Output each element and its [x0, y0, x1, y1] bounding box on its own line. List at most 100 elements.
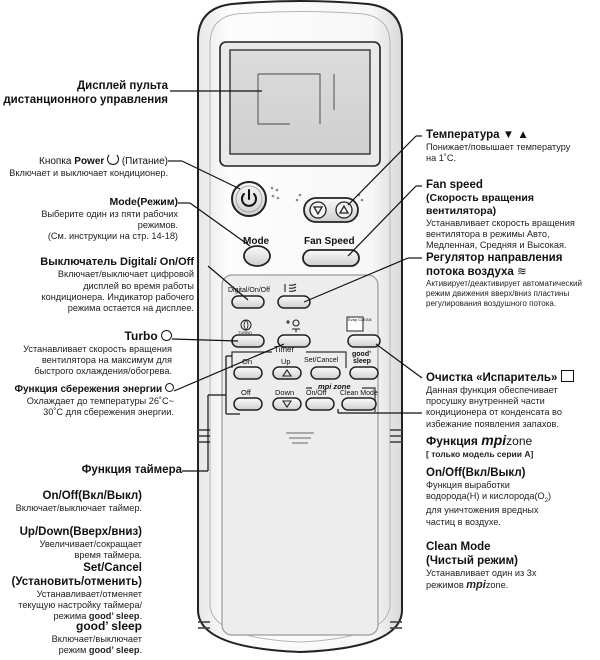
updown-desc: Увеличивает/сокращает: [39, 539, 143, 550]
digital-title-a: Выключатель Digital: [40, 256, 154, 268]
good-sleep-button: [349, 366, 379, 380]
evap-badge-label: Evap CLEAN: [348, 317, 372, 322]
evap-desc-2: просушку внутренней части: [426, 396, 545, 407]
airflow-desc-2: режим движения вверх/вниз пластины: [426, 288, 570, 298]
mpi-title-pre: Функция: [426, 434, 482, 448]
turbo-badge-label: TURBO: [238, 330, 252, 335]
clean-desc-2-zone: zone: [485, 580, 506, 591]
mpi-onoff-desc-2-sub: 2: [544, 498, 548, 505]
turbo-title: Turbo: [124, 329, 158, 343]
digital-desc-3: кондиционера. Индикатор рабочего: [41, 291, 194, 302]
timer-off-button: [233, 397, 263, 411]
fan-desc-1: Устанавливает скорость вращения: [426, 217, 575, 228]
mpi-onoff-desc-2-post: ): [548, 491, 552, 502]
turbo-fan-icon: [240, 319, 252, 331]
sleep-label[interactable]: sleep: [353, 358, 371, 365]
mpi-onoff-callout: On/Off(Вкл/Выкл) Функция выработки водор…: [426, 466, 598, 528]
mpi-zone-label: mpi zone: [318, 382, 351, 391]
timer-title: Функция таймера: [81, 464, 182, 476]
display-callout: Дисплей пульта дистанционного управления: [0, 79, 168, 107]
goodsleep-desc-2-bold: good’ sleep: [88, 644, 140, 655]
clean-title-2: (Чистый режим): [426, 555, 518, 568]
clean-mode-button: [341, 397, 377, 411]
setcancel-desc-3-post: .: [139, 611, 142, 622]
mode-title: Mode(Режим): [109, 196, 178, 208]
goodsleep-title: good’ sleep: [75, 619, 142, 633]
mpi-onoff-desc-1: Функция выработки: [426, 480, 510, 491]
mpi-onoff-label[interactable]: On/Off: [306, 390, 327, 397]
setcancel-title-1: Set/Cancel: [83, 562, 142, 574]
airflow-title-2: потока воздуха: [426, 266, 514, 279]
display-title-2: дистанционного управления: [3, 94, 168, 107]
evap-callout: Очистка «Испаритель» Данная функция обес…: [426, 370, 598, 430]
goodsleep-desc-1: Включает/выключает: [51, 633, 142, 644]
setcancel-title-2: (Установить/отменить): [11, 576, 142, 589]
mpi-onoff-title: On/Off(Вкл/Выкл): [426, 467, 526, 479]
mpi-onoff-desc-4: частиц в воздухе.: [426, 516, 501, 527]
lower-panel: [221, 274, 379, 636]
good-label[interactable]: good’: [352, 351, 372, 358]
power-title-bold: Power: [74, 156, 105, 167]
mpi-callout: Функция mpizone [ только модель серии A]: [426, 432, 598, 459]
setcancel-callout: Set/Cancel (Установить/отменить) Устанав…: [0, 561, 142, 623]
timer-down-label[interactable]: Down: [275, 388, 295, 397]
timer-up-label[interactable]: Up: [281, 357, 291, 366]
energy-desc-2: 30˚C для сбережения энергии.: [43, 407, 174, 418]
clean-callout: Clean Mode (Чистый режим) Устанавливает …: [426, 540, 598, 593]
clean-desc-2-post: .: [505, 580, 509, 591]
mode-button-label[interactable]: Mode: [243, 236, 270, 247]
setcancel-desc-3-bold: good’ sleep: [88, 611, 140, 622]
mpi-onoff-button: [305, 397, 335, 411]
down-arrow-icon: [281, 400, 293, 408]
digital-i-icon: i: [153, 256, 157, 268]
timer-callout: Функция таймера: [0, 463, 182, 477]
temp-up-icon: [338, 204, 350, 214]
fan-desc-2: вентилятора в режимы Авто,: [426, 228, 550, 239]
energy-desc-1: Охлаждает до температуры 26˚C~: [26, 396, 174, 407]
digital-title-b: On/Off: [156, 256, 194, 268]
power-desc: Включает и выключает кондиционер.: [9, 168, 168, 179]
updown-callout: Up/Down(Вверх/вниз) Увеличивает/сокращае…: [0, 525, 142, 561]
mpi-onoff-desc-3: для уничтожения вредных: [426, 505, 539, 516]
fan-desc-3: Медленная, Средняя и Высокая.: [426, 240, 567, 251]
updown-title: Up/Down(Вверх/вниз): [19, 526, 142, 538]
turbo-desc-3: быстрого охлаждения/обогрева.: [34, 366, 172, 377]
timer-on-label[interactable]: On: [242, 357, 253, 366]
fan-speed-button-label[interactable]: Fan Speed: [304, 236, 355, 247]
digital-desc-4: режима остается на дисплее.: [67, 303, 194, 314]
mpi-onoff-desc-2: водорода(H) и кислорода(O: [426, 491, 545, 502]
clean-desc-1: Устанавливает один из 3х: [426, 568, 537, 579]
evap-desc-4: избежание появления запахов.: [426, 418, 559, 429]
turbo-desc-1: Устанавливает скорость вращения: [23, 343, 172, 354]
clean-desc-2-logo: mpi: [466, 579, 486, 592]
power-title-post: (Питание): [119, 156, 168, 167]
set-cancel-label[interactable]: Set/Cancel: [304, 357, 339, 364]
timer-onoff-title: On/Off(Вкл/Выкл): [42, 490, 142, 502]
timer-onoff-desc: Включает/выключает таймер.: [15, 503, 142, 514]
fan-title-1: Fan speed: [426, 179, 483, 191]
fan-speed-button: [302, 249, 360, 267]
evap-desc-1: Данная функция обеспечивает: [426, 385, 558, 396]
evap-badge-icon: [560, 370, 574, 382]
updown-desc-2: время таймера.: [74, 550, 143, 561]
timer-off-label[interactable]: Off: [241, 388, 251, 397]
temp-title: Температура ▼ ▲: [426, 129, 529, 141]
timer-up-button: [272, 366, 302, 380]
digital-callout: Выключатель Digitali On/Off Включает/вык…: [0, 256, 194, 314]
turbo-callout: Turbo Устанавливает скорость вращения ве…: [0, 329, 172, 377]
energy-saving-icon: [286, 319, 300, 332]
power-title-pre: Кнопка: [39, 156, 75, 167]
fan-title-2: (Скорость вращения вентилятора): [426, 192, 534, 217]
clean-mode-label[interactable]: Clean Mode: [340, 390, 378, 397]
swing-icon: [284, 283, 297, 292]
mpi-zone: zone: [506, 434, 533, 448]
power-callout: Кнопка Power (Питание) Включает и выключ…: [0, 153, 168, 179]
digital-desc-2: дисплей во время работы: [83, 280, 194, 291]
clean-title-1: Clean Mode: [426, 541, 491, 553]
power-symbol-icon: [107, 153, 120, 165]
goodsleep-desc-2-pre: режим: [58, 644, 89, 655]
timer-down-button: [272, 397, 302, 411]
turbo-desc-2: вентилятора на максимум для: [41, 354, 172, 365]
temp-callout: Температура ▼ ▲ Понижает/повышает темпер…: [426, 128, 598, 164]
digital-onoff-button-label[interactable]: Digital/On/Off: [228, 287, 270, 294]
